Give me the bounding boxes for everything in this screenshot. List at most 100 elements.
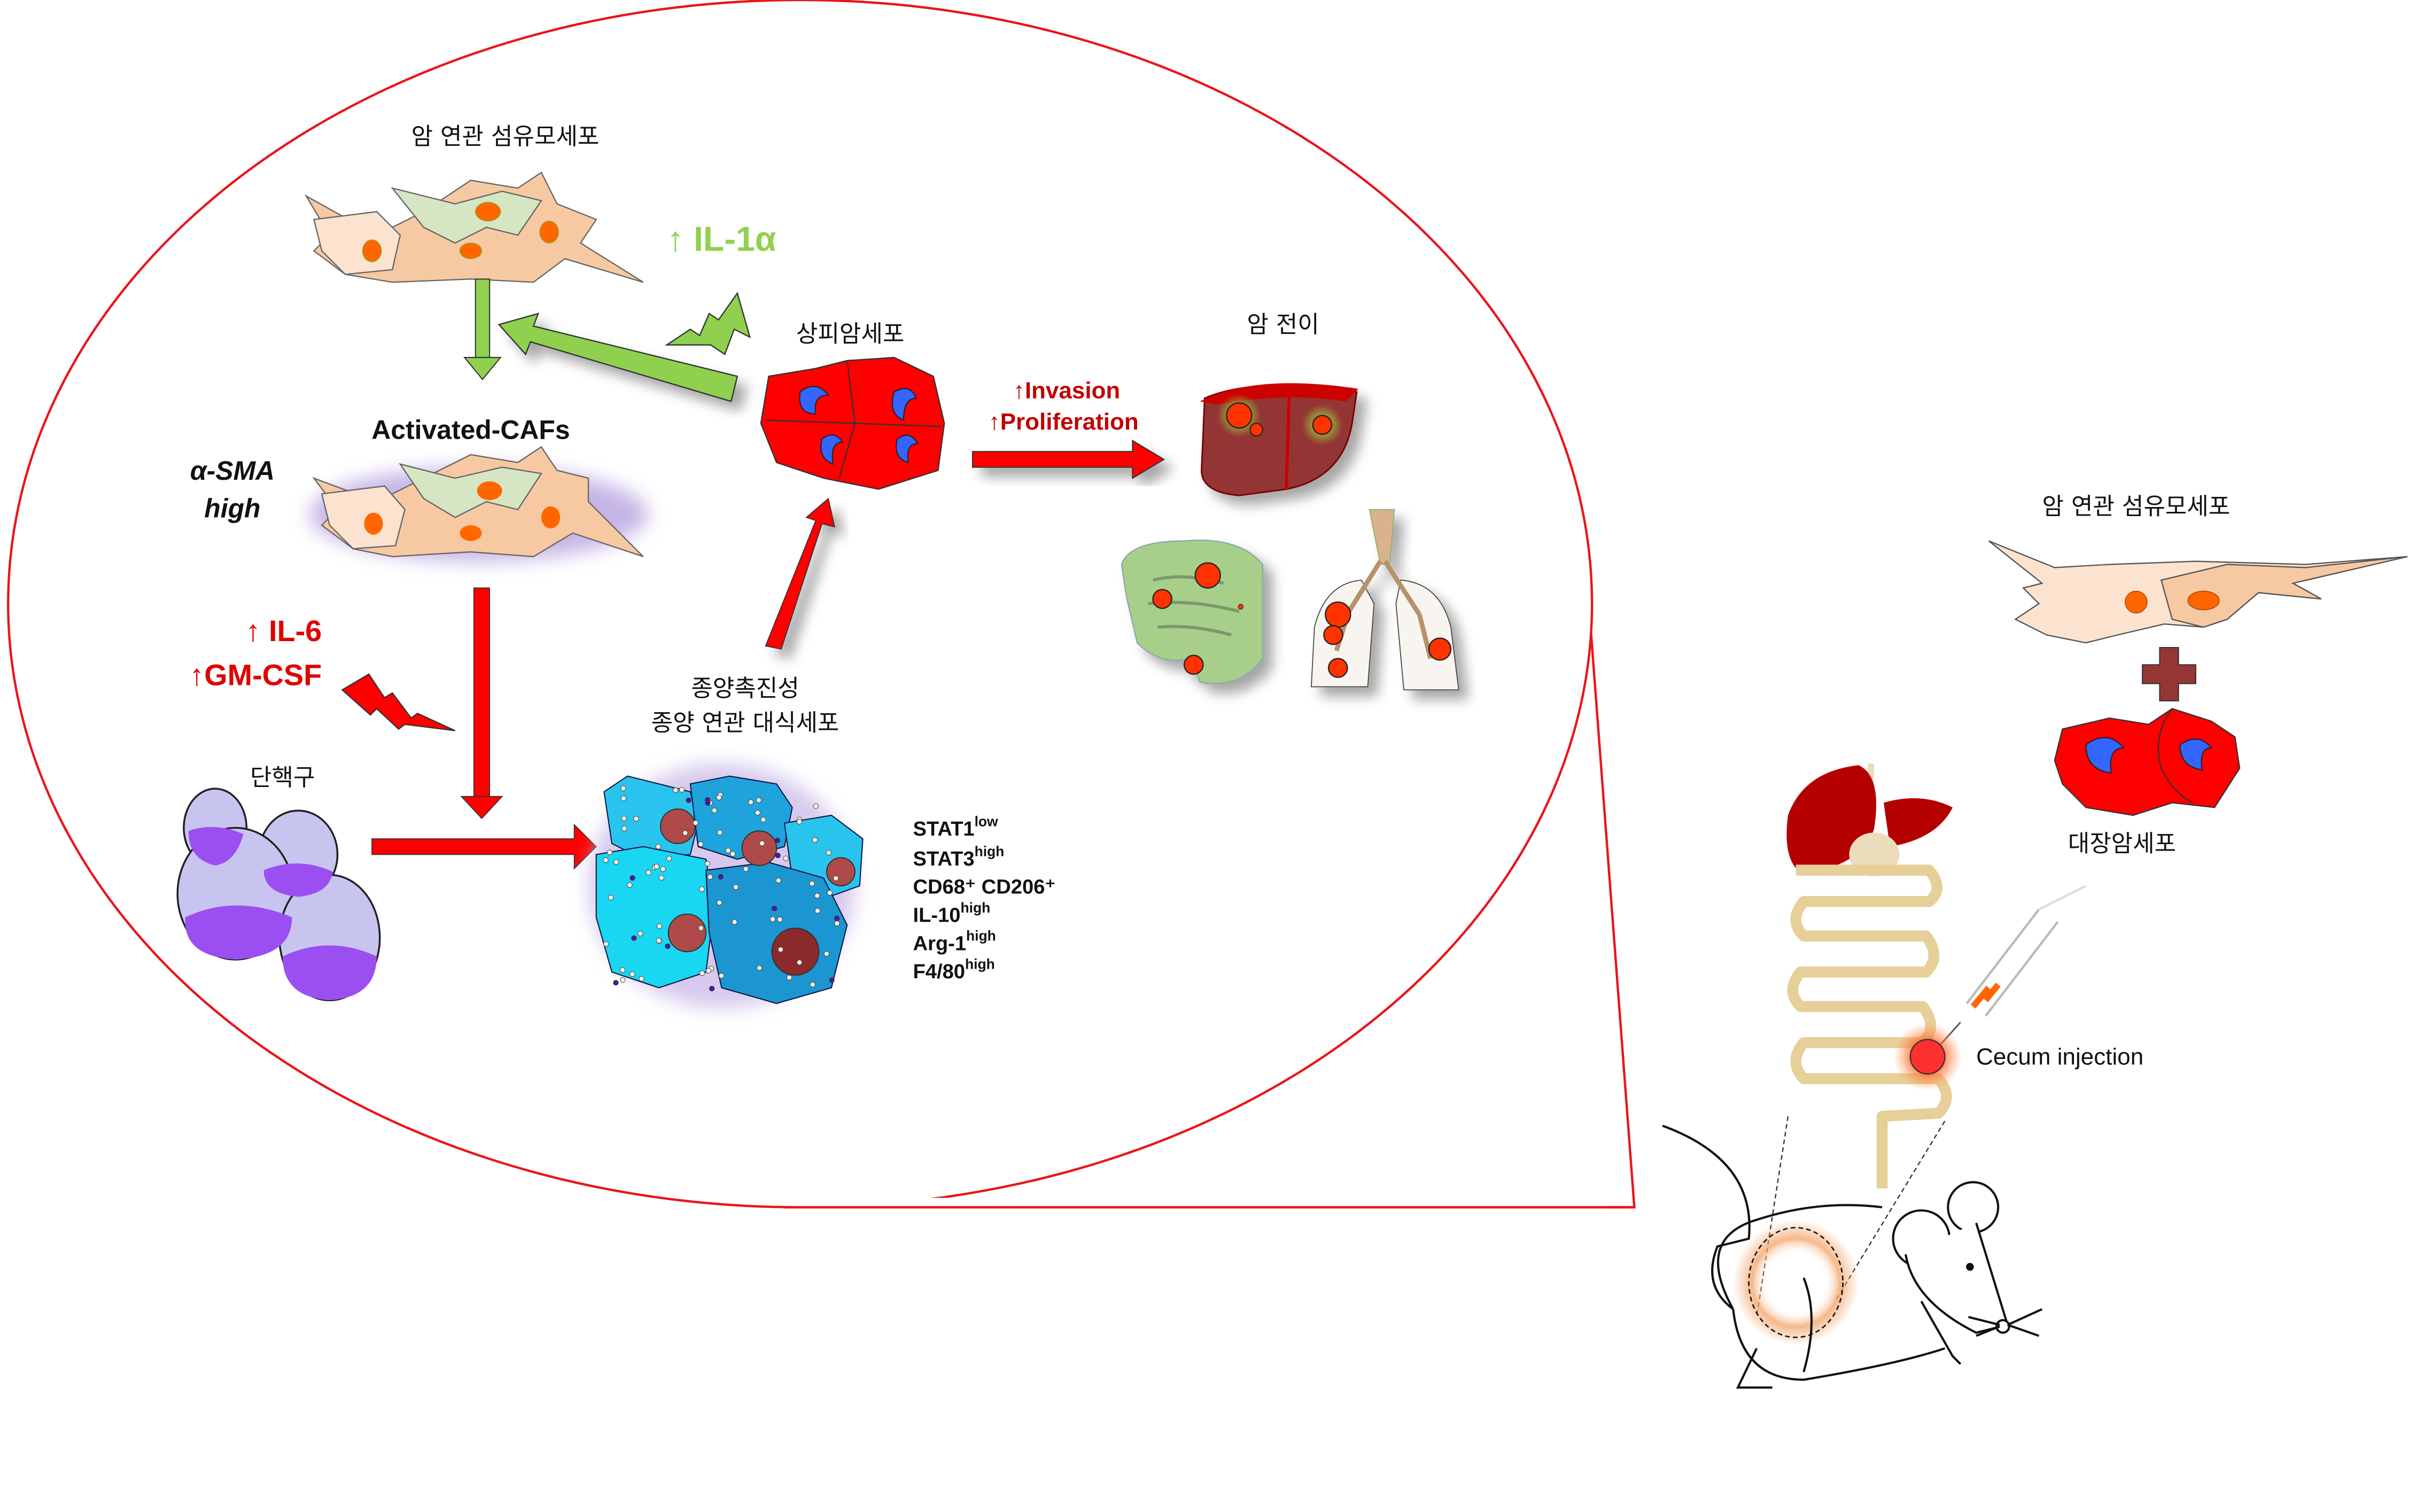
green-arrow-down-icon	[463, 278, 502, 380]
granule-dot	[796, 819, 802, 825]
tam-marker-list: STAT1low STAT3high CD68⁺ CD206⁺ IL-10hig…	[913, 814, 1055, 984]
granule-dot	[705, 968, 711, 974]
granule-dot	[607, 849, 613, 855]
granule-dot	[771, 906, 778, 911]
granule-dot	[656, 923, 662, 929]
granule-dot	[682, 830, 688, 836]
granule-dot	[823, 951, 829, 957]
granule-dot	[718, 874, 724, 880]
granule-dot	[711, 807, 718, 813]
granule-dot	[613, 859, 619, 865]
intestine-icon	[1787, 864, 1952, 1189]
granule-dot	[613, 980, 619, 986]
plus-icon	[2142, 646, 2197, 702]
granule-dot	[705, 797, 711, 803]
colon-metastasis-icon	[1121, 540, 1264, 684]
cecum-injection-site-icon	[1909, 1039, 1946, 1075]
caf-cluster-icon	[304, 172, 644, 283]
granule-dot	[716, 794, 722, 800]
activated-cafs-label: Activated-CAFs	[371, 415, 570, 445]
red-arrow-right-icon	[971, 439, 1165, 479]
model-liver-icon	[1786, 763, 1953, 877]
model-caf-label: 암 연관 섬유모세포	[2042, 493, 2230, 520]
lightning-green-icon	[664, 292, 751, 356]
tam-cluster-icon	[588, 763, 864, 1008]
granule-dot	[621, 815, 627, 822]
granule-dot	[699, 886, 705, 892]
granule-dot	[639, 976, 644, 982]
syringe-icon	[1931, 885, 2087, 1055]
lung-metastasis-icon	[1310, 509, 1459, 691]
granule-dot	[725, 847, 731, 854]
granule-dot	[748, 799, 754, 805]
activated-caf-cluster-icon	[309, 446, 648, 562]
granule-dot	[743, 866, 749, 872]
granule-dot	[770, 916, 776, 922]
granule-dot	[756, 965, 763, 971]
granule-dot	[629, 875, 635, 881]
asma-label-line1: α-SMA	[190, 456, 275, 486]
tam-marker: STAT3high	[913, 843, 1004, 870]
granule-dot	[718, 973, 725, 979]
il6-label: ↑ IL-6	[246, 614, 322, 648]
lightning-red-icon	[341, 673, 456, 731]
granule-dot	[698, 925, 704, 931]
granule-dot	[759, 840, 765, 846]
granule-dot	[834, 921, 840, 926]
granule-dot	[699, 970, 705, 976]
tam-label-line1: 종양촉진성	[691, 675, 799, 702]
granule-dot	[812, 837, 818, 843]
liver-metastasis-icon	[1200, 383, 1358, 496]
granule-dot	[633, 816, 639, 822]
granule-dot	[638, 931, 643, 937]
granule-dot	[833, 875, 839, 881]
granule-dot	[775, 877, 781, 884]
epithelial-cancer-label: 상피암세포	[796, 321, 904, 348]
granule-dots	[603, 785, 840, 992]
granule-dot	[698, 841, 704, 847]
gmcsf-label: ↑GM-CSF	[189, 658, 322, 691]
caf-title: 암 연관 섬유모세포	[411, 123, 600, 150]
granule-dot	[730, 851, 736, 857]
granule-dot	[826, 849, 831, 856]
granule-dot	[704, 861, 710, 867]
granule-dot	[778, 947, 783, 953]
granule-dot	[673, 787, 679, 793]
granule-dot	[814, 893, 820, 899]
granule-dot	[783, 855, 789, 861]
speech-bubble	[7, 0, 1636, 1211]
asma-label-line2: high	[204, 493, 260, 523]
tam-marker: F4/80high	[913, 956, 994, 984]
granule-dot	[709, 986, 715, 992]
granule-dot	[665, 943, 671, 949]
model-crc-label: 대장암세포	[2068, 830, 2176, 857]
metastasis-label: 암 전이	[1247, 311, 1319, 338]
granule-dot	[834, 915, 840, 922]
granule-dot	[631, 935, 637, 941]
epithelial-cancer-cells-icon	[760, 356, 945, 490]
tam-marker: STAT1low	[913, 814, 998, 841]
model-cancer-cells-icon	[2054, 708, 2241, 816]
granule-dot	[810, 981, 815, 987]
red-arrow-up-icon	[765, 497, 835, 650]
granule-dot	[627, 882, 633, 888]
monocyte-cells-icon	[176, 788, 381, 1002]
granule-dot	[755, 810, 760, 816]
granule-dot	[603, 857, 609, 863]
granule-dot	[608, 894, 614, 901]
tam-marker: IL-10high	[913, 900, 990, 927]
green-arrow-left-icon	[498, 313, 739, 402]
granule-dot	[660, 866, 666, 872]
granule-dot	[629, 971, 635, 977]
granule-dot	[620, 796, 627, 801]
granule-dot	[813, 803, 819, 809]
tam-marker: Arg-1high	[913, 928, 996, 955]
granule-dot	[656, 938, 662, 944]
granule-dot	[786, 975, 792, 980]
granule-dot	[774, 837, 781, 844]
granule-dot	[666, 855, 672, 862]
model-caf-icon	[1988, 540, 2408, 644]
granule-dot	[693, 820, 698, 826]
granule-dot	[732, 919, 737, 925]
granule-dot	[686, 797, 691, 803]
